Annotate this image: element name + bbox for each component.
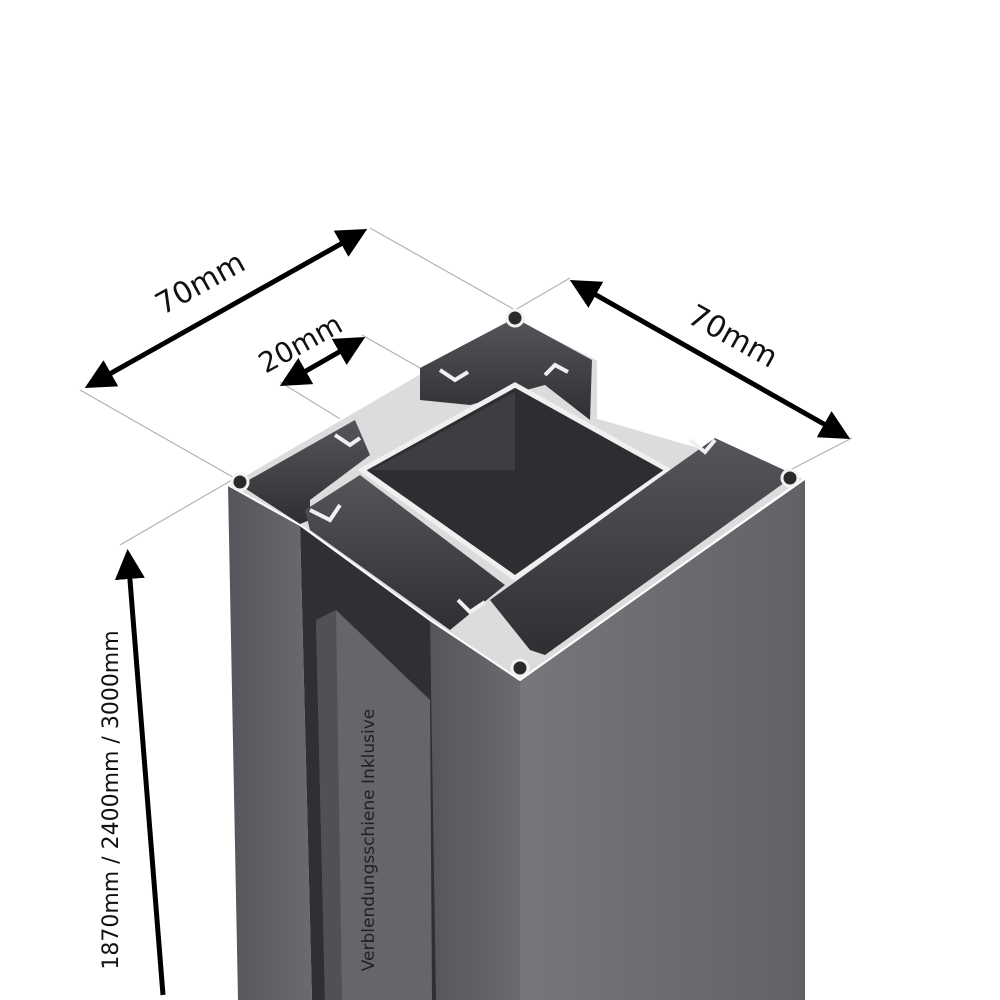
dimension-arrow	[279, 337, 366, 386]
screw-hole-icon	[505, 308, 525, 328]
dim-label-heights: 1870mm / 2400mm / 3000mm	[99, 630, 124, 969]
dimension-arrow	[569, 280, 851, 439]
post-right-face	[520, 480, 805, 1000]
dimension-arrows	[84, 229, 851, 996]
cover-rail-edge	[316, 610, 342, 1000]
dim-label-slot: 20mm	[253, 307, 348, 380]
dim-label-width-right: 70mm	[682, 298, 783, 375]
extension-lines	[79, 227, 853, 546]
dimension-arrow	[114, 549, 166, 996]
post-left-face	[228, 485, 312, 1000]
post-front-face	[430, 620, 520, 1000]
rail-note: Verblendungsschiene Inklusive	[359, 709, 379, 972]
screw-hole-icon	[780, 468, 800, 488]
screw-hole-icon	[510, 658, 530, 678]
dimension-arrow	[84, 229, 368, 388]
post-profile-illustration	[225, 308, 808, 1000]
cover-rail	[316, 610, 432, 1000]
screw-hole-icon	[230, 472, 250, 492]
dim-label-width-left: 70mm	[150, 245, 251, 322]
